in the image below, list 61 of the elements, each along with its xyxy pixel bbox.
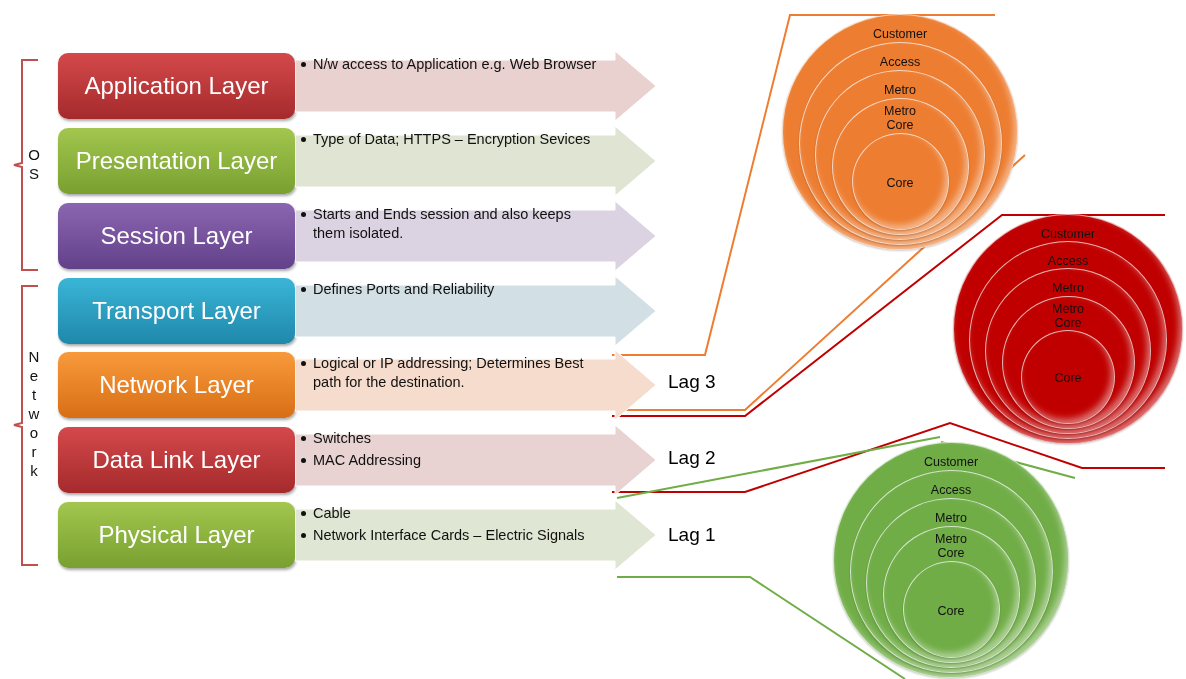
arrow-banner [295, 425, 657, 495]
bullet-text: Starts and Ends session and also keeps them isolated. [313, 206, 571, 241]
ring-label: Metro [934, 511, 968, 525]
arrow-banner [295, 126, 657, 196]
ring-label: Access [1046, 254, 1090, 268]
ring-circle [866, 498, 1036, 668]
ring-label: Customer [1039, 227, 1097, 241]
bullet-text: Cable [313, 505, 351, 521]
ring-label: Core [885, 175, 915, 190]
layer-number-label: Lag 3 [668, 371, 716, 393]
side-label: Network [28, 347, 40, 480]
arrow-banner [295, 201, 657, 271]
ring-label: Customer [871, 27, 929, 41]
ring-label: Access [929, 483, 973, 497]
arrow-banner [295, 51, 657, 121]
ring-circle [985, 268, 1151, 434]
layer-name: Data Link Layer [92, 446, 261, 474]
ring-circle [851, 133, 949, 230]
bullet-text: Logical or IP addressing; Determines Best path for the destination. [313, 355, 584, 390]
layer-number-label: Lag 1 [668, 524, 716, 546]
side-label: OS [28, 145, 40, 183]
ring-circle [882, 526, 1020, 663]
layer-number-label: Lag 2 [668, 447, 716, 469]
bullet-text: Network Interface Cards – Electric Signals [313, 527, 585, 543]
ring-label: Metro Core [934, 532, 968, 560]
ring-circle [815, 70, 985, 240]
layer-name: Session Layer [100, 222, 253, 250]
ring-label: Metro Core [1051, 302, 1085, 330]
ring-label: Metro [883, 83, 917, 97]
ring-label: Metro Core [883, 104, 917, 132]
ring-circle [849, 470, 1053, 673]
layer-box [58, 502, 295, 568]
layer-name: Physical Layer [98, 521, 255, 549]
ring-circle [831, 98, 969, 235]
arrow-banner [295, 500, 657, 570]
ring-circle [969, 241, 1167, 439]
layer-box [58, 352, 295, 418]
arrow-banner [295, 350, 657, 420]
bullet-text: Defines Ports and Reliability [313, 281, 495, 297]
layer-box [58, 53, 295, 119]
layer-name: Transport Layer [92, 297, 261, 325]
layer-box [58, 278, 295, 344]
ring-label: Core [936, 603, 966, 618]
ring-label: Customer [922, 455, 980, 469]
bullet-text: Switches [313, 430, 372, 446]
layer-box [58, 203, 295, 269]
layer-name: Presentation Layer [75, 147, 278, 175]
ring-circle [1021, 330, 1115, 424]
bullet-text: Type of Data; HTTPS – Encryption Sevices [313, 131, 591, 147]
ring-circle [1001, 296, 1135, 429]
layer-box [58, 427, 295, 493]
ring-circle [902, 561, 1000, 658]
bullet-text: N/w access to Application e.g. Web Browser [313, 56, 597, 72]
bullet-text: MAC Addressing [313, 452, 421, 468]
ring-label: Core [1053, 371, 1083, 385]
layer-name: Network Layer [99, 371, 254, 399]
layer-box [58, 128, 295, 194]
layer-name: Application Layer [84, 72, 269, 100]
arrow-banner [295, 276, 657, 346]
ring-label: Metro [1051, 281, 1085, 295]
ring-label: Access [878, 55, 922, 69]
